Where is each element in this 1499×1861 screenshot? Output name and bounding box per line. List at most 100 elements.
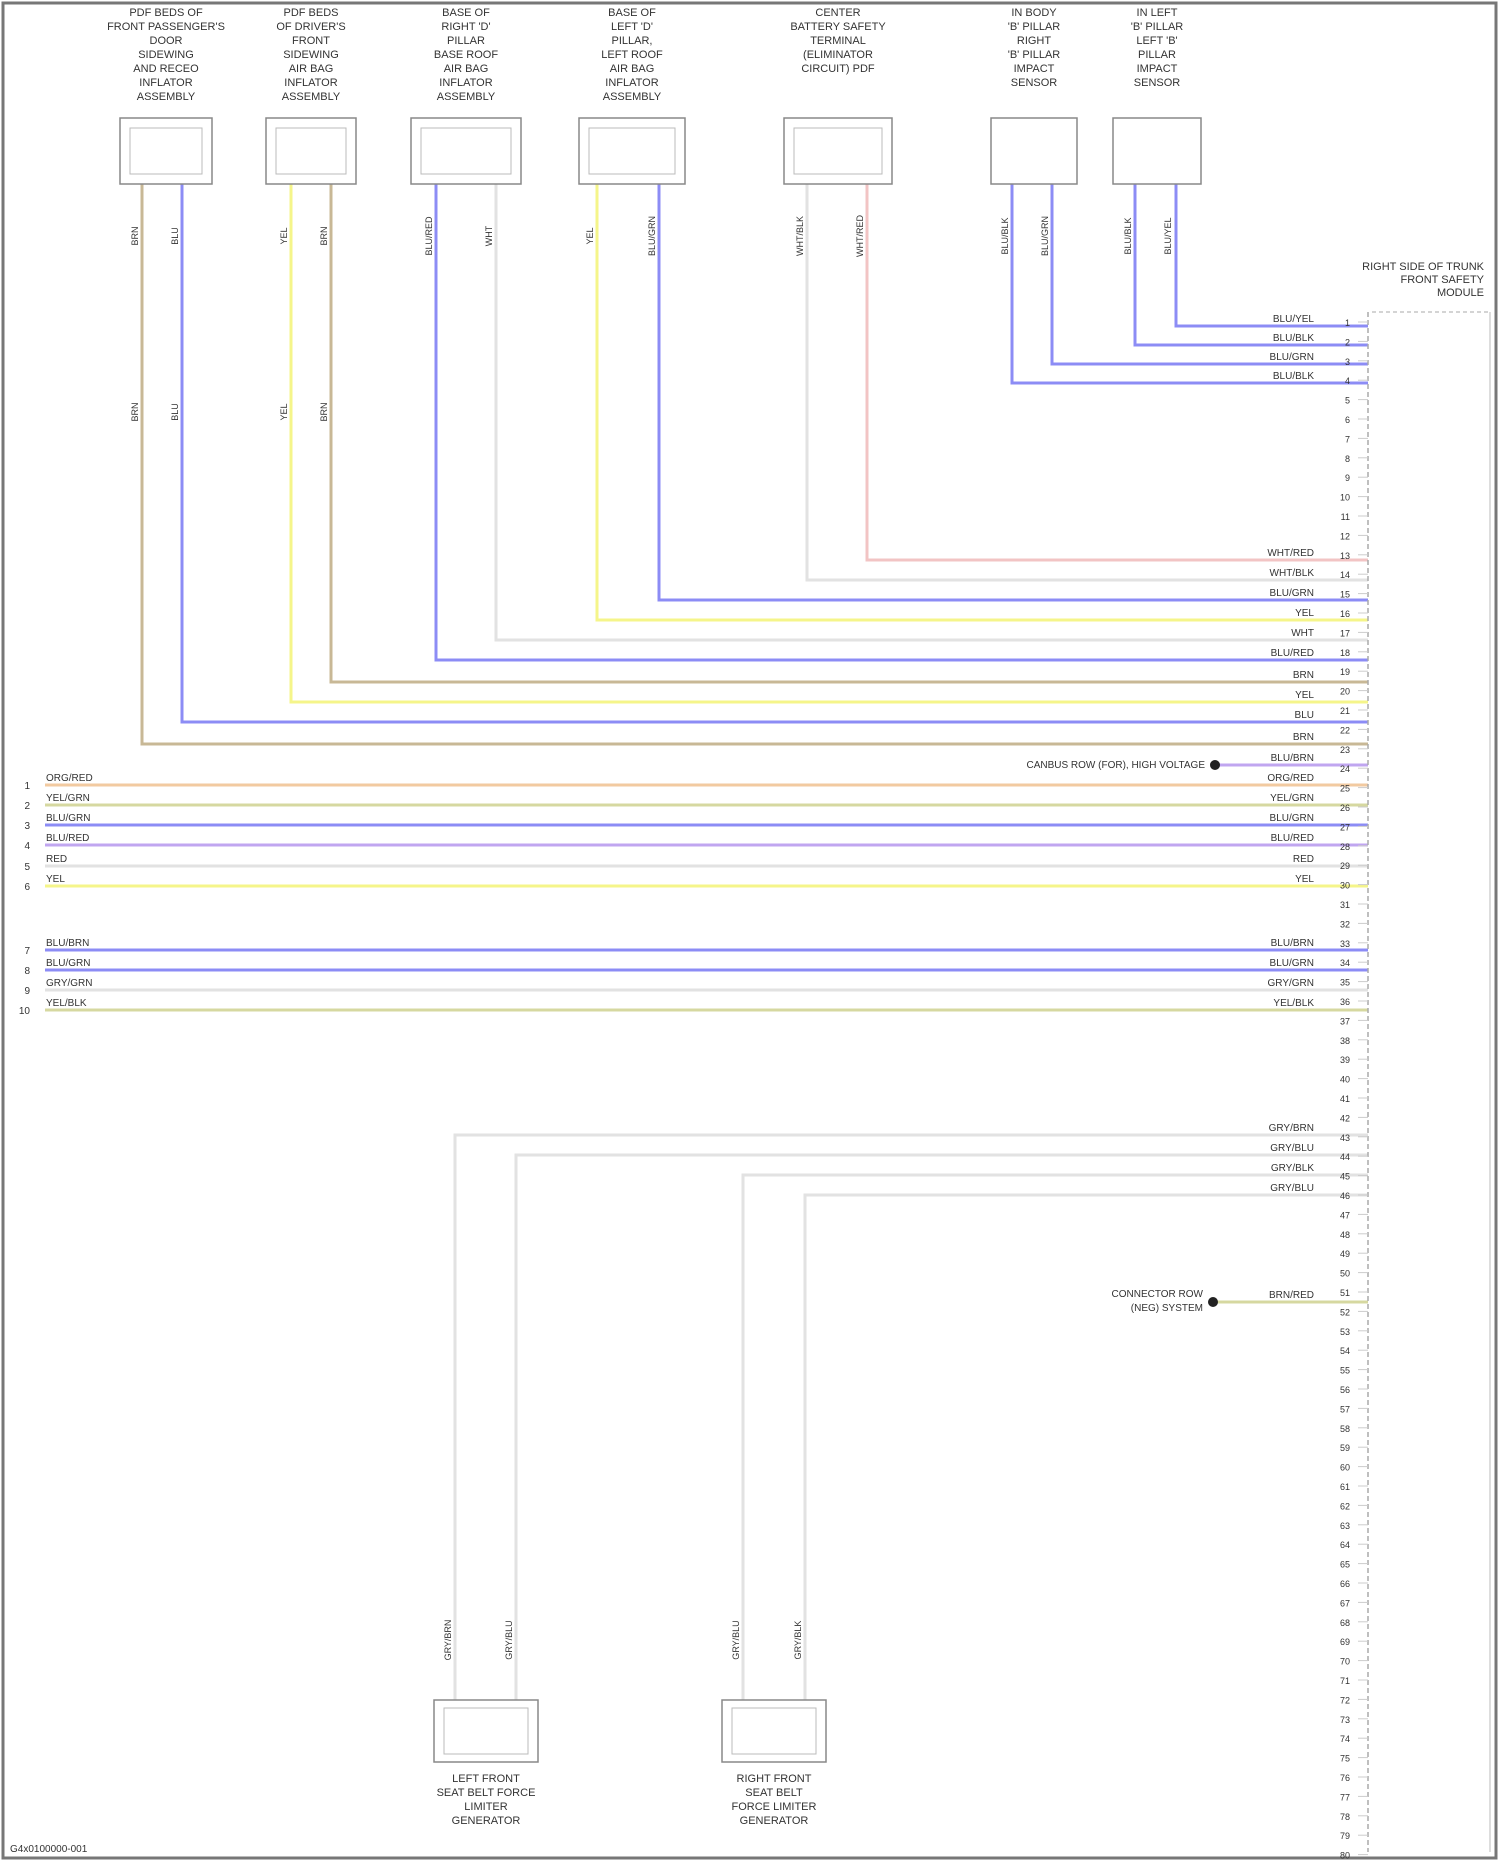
generator-label: GENERATOR <box>452 1815 521 1827</box>
bus-a-right-label: YEL <box>1295 874 1314 885</box>
component-label: LEFT 'B' <box>1136 35 1177 47</box>
top-wire-label: YEL <box>279 403 289 420</box>
module-pin-number: 27 <box>1340 822 1350 832</box>
module-pin-number: 41 <box>1340 1094 1350 1104</box>
component-label: FRONT <box>292 35 330 47</box>
module-pin-number: 20 <box>1340 687 1350 697</box>
top-wire-label: BRN <box>130 402 140 421</box>
module-pin-number: 79 <box>1340 1831 1350 1841</box>
module-pin-number: 11 <box>1341 512 1350 522</box>
module-pin-number: 5 <box>1345 396 1350 406</box>
component-label: SENSOR <box>1134 77 1181 89</box>
module-pin-number: 24 <box>1340 764 1350 774</box>
module-pin-number: 64 <box>1340 1540 1350 1550</box>
component-label: CENTER <box>815 7 860 19</box>
top-wire-label: BLU/GRN <box>1040 216 1050 256</box>
component-label: RIGHT 'D' <box>441 21 490 33</box>
module-pin-number: 45 <box>1340 1172 1350 1182</box>
harness-wire-label: WHT/BLK <box>1270 568 1315 579</box>
bus-b-left-label: BLU/GRN <box>46 958 90 969</box>
bottom-wire-label: GRY/BLU <box>731 1620 741 1659</box>
module-pin-number: 51 <box>1340 1288 1350 1298</box>
module-pin-number: 9 <box>1345 473 1350 483</box>
module-pin-number: 13 <box>1340 551 1350 561</box>
sensor-wire-label: BLU/YEL <box>1273 314 1315 325</box>
bus-a-right-label: BLU/GRN <box>1270 813 1314 824</box>
bus-a-number: 3 <box>24 821 30 832</box>
bus-a-left-label: RED <box>46 854 67 865</box>
footer-code: G4x0100000-001 <box>10 1844 88 1855</box>
module-pin-number: 30 <box>1340 881 1350 891</box>
module-pin-number: 7 <box>1345 434 1350 444</box>
component-label: PILLAR, <box>612 35 653 47</box>
generator-label: LIMITER <box>464 1801 507 1813</box>
module-pin-number: 25 <box>1340 784 1350 794</box>
bus-a-left-label: BLU/GRN <box>46 813 90 824</box>
module-pin-number: 61 <box>1340 1482 1350 1492</box>
diag-annotation: CANBUS ROW (FOR), HIGH VOLTAGE <box>1026 760 1205 771</box>
component-label: SIDEWING <box>283 49 339 61</box>
generator-label: RIGHT FRONT <box>737 1773 812 1785</box>
module-pin-number: 40 <box>1340 1075 1350 1085</box>
module-label: FRONT SAFETY <box>1400 274 1484 286</box>
harness-wire-label: BLU <box>1295 710 1314 721</box>
module-pin-number: 57 <box>1340 1404 1350 1414</box>
component-label: 'B' PILLAR <box>1008 49 1061 61</box>
component-label: (ELIMINATOR <box>803 49 873 61</box>
module-pin-number: 43 <box>1340 1133 1350 1143</box>
bus-a-number: 5 <box>24 862 30 873</box>
top-wire-label: BRN <box>319 402 329 421</box>
component-label: INFLATOR <box>605 77 658 89</box>
module-pin-number: 58 <box>1340 1424 1350 1434</box>
module-pin-number: 70 <box>1340 1657 1350 1667</box>
component-label: PILLAR <box>1138 49 1176 61</box>
top-wire-label: BLU <box>170 227 180 245</box>
ground-splice-dot <box>1208 1297 1218 1307</box>
component-label: ASSEMBLY <box>282 91 341 103</box>
bus-a-number: 6 <box>24 882 30 893</box>
module-pin-number: 29 <box>1340 861 1350 871</box>
bus-b-left-label: GRY/GRN <box>46 978 93 989</box>
diag-wire-label: BLU/BRN <box>1271 753 1314 764</box>
component-label: AND RECEO <box>133 63 199 75</box>
module-pin-number: 77 <box>1340 1792 1350 1802</box>
component-label: OF DRIVER'S <box>276 21 345 33</box>
component-label: IMPACT <box>1137 63 1178 75</box>
top-wire-label: BLU/BLK <box>1123 217 1133 254</box>
module-pin-number: 72 <box>1340 1695 1350 1705</box>
component-label: INFLATOR <box>284 77 337 89</box>
component-label: DOOR <box>150 35 183 47</box>
module-pin-number: 6 <box>1345 415 1350 425</box>
bus-a-number: 2 <box>24 801 30 812</box>
sensor-wire-label: BLU/GRN <box>1270 352 1314 363</box>
harness-wire-label: YEL <box>1295 690 1314 701</box>
module-pin-number: 69 <box>1340 1637 1350 1647</box>
component-connector-box <box>1113 118 1201 184</box>
generator-wire-label: GRY/BLU <box>1270 1143 1314 1154</box>
module-pin-number: 60 <box>1340 1463 1350 1473</box>
module-pin-number: 38 <box>1340 1036 1350 1046</box>
component-label: BASE ROOF <box>434 49 498 61</box>
component-label: IN LEFT <box>1137 7 1178 19</box>
generator-label: LEFT FRONT <box>452 1773 520 1785</box>
module-pin-number: 2 <box>1345 337 1350 347</box>
bus-b-number: 8 <box>24 966 30 977</box>
top-wire-label: WHT/RED <box>855 215 865 257</box>
harness-wire-label: BLU/GRN <box>1270 588 1314 599</box>
module-pin-number: 50 <box>1340 1269 1350 1279</box>
module-pin-number: 54 <box>1340 1346 1350 1356</box>
generator-label: SEAT BELT <box>745 1787 803 1799</box>
ground-annotation: (NEG) SYSTEM <box>1131 1303 1203 1314</box>
component-label: CIRCUIT) PDF <box>801 63 875 75</box>
module-pin-number: 75 <box>1340 1754 1350 1764</box>
module-pin-number: 15 <box>1340 590 1350 600</box>
module-pin-number: 71 <box>1340 1676 1350 1686</box>
bus-a-left-label: BLU/RED <box>46 833 89 844</box>
top-wire-label: BLU/YEL <box>1163 217 1173 254</box>
generator-wire-label: GRY/BLU <box>1270 1183 1314 1194</box>
bottom-wire-label: GRY/BLU <box>504 1620 514 1659</box>
module-pin-number: 59 <box>1340 1443 1350 1453</box>
bus-a-right-label: RED <box>1293 854 1314 865</box>
component-label: PDF BEDS <box>283 7 338 19</box>
